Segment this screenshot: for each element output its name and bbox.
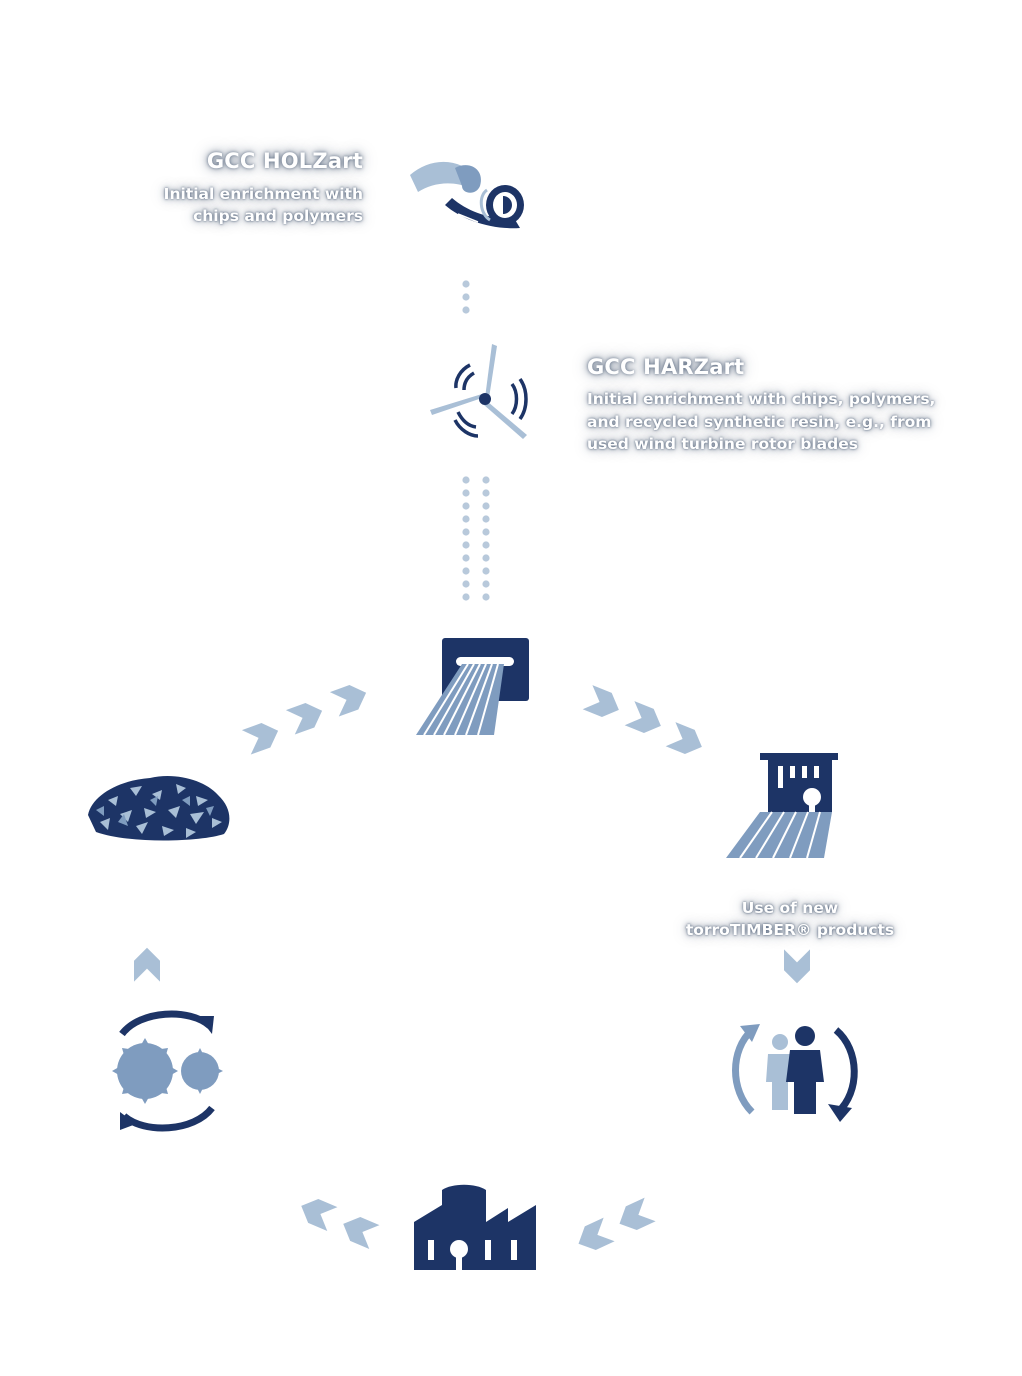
arrow-down-right xyxy=(784,949,810,984)
arrows-top-right xyxy=(582,685,707,759)
harzart-desc-line1: Initial enrichment with chips, polymers, xyxy=(587,390,936,408)
dotted-connector-middle xyxy=(462,476,490,601)
dotted-connector-top xyxy=(462,280,470,314)
factory-icon xyxy=(414,1184,536,1270)
harzart-desc-line3: used wind turbine rotor blades xyxy=(587,435,858,453)
arrows-bottom-left xyxy=(296,1193,380,1250)
building-construction-icon xyxy=(726,753,838,859)
holzart-title: GCC HOLZart xyxy=(206,149,363,173)
extrusion-press-icon xyxy=(416,638,529,736)
products-label-line1: Use of new xyxy=(741,899,839,917)
holzart-desc-line2: chips and polymers xyxy=(193,207,363,225)
harzart-title: GCC HARZart xyxy=(587,355,745,379)
products-label-line2: torroTIMBER® products xyxy=(685,921,895,939)
arrow-up-left xyxy=(134,947,160,982)
holzart-desc-line1: Initial enrichment with xyxy=(163,185,363,203)
wood-chips-icon xyxy=(88,775,230,841)
arrows-bottom-right xyxy=(573,1197,656,1256)
users-cycle-icon xyxy=(732,1024,858,1122)
harzart-desc-line2: and recycled synthetic resin, e.g., from xyxy=(587,413,932,431)
rolled-sheet-icon xyxy=(410,161,524,229)
wind-turbine-icon xyxy=(430,344,528,439)
arrows-top-left xyxy=(241,680,371,755)
grinding-gears-icon xyxy=(112,1010,223,1132)
